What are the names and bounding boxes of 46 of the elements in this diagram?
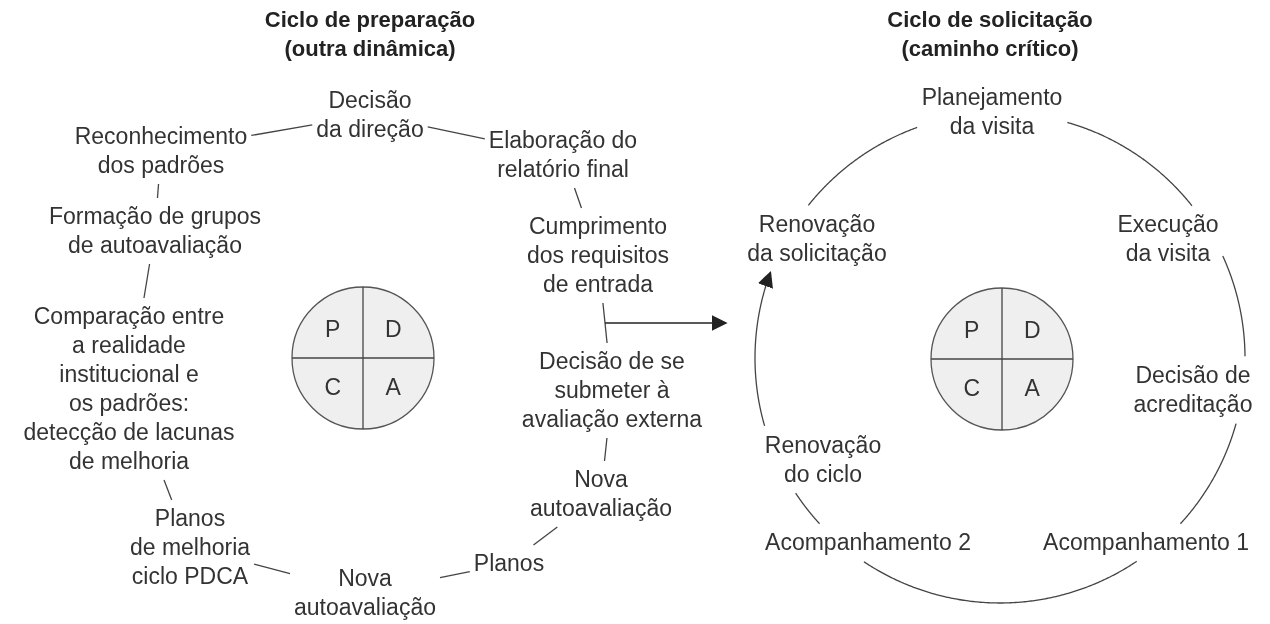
- pdca-letter: C: [324, 374, 342, 399]
- cycle-step-text: Renovação da solicitação: [747, 210, 887, 268]
- connector-line: [1179, 423, 1237, 525]
- pdca-letter: D: [384, 317, 402, 342]
- connector-line: [427, 126, 486, 140]
- cycle-step-text: Decisão de acreditação: [1133, 361, 1253, 419]
- connector-line: [532, 526, 558, 546]
- connector-line: [573, 187, 583, 209]
- pdca-letter: P: [325, 317, 341, 342]
- cycle-step-text: Acompanhamento 1: [1043, 528, 1249, 557]
- connector-line: [143, 263, 151, 299]
- connector-line: [156, 183, 160, 199]
- cycle-step-text: Renovação do ciclo: [764, 431, 882, 489]
- cycle-step-text: Decisão de se submeter à avaliação externa: [521, 347, 703, 434]
- connector-line: [439, 570, 471, 579]
- cycle-step-text: Formação de grupos de autoavaliação: [48, 202, 262, 260]
- pdca-letter: D: [1023, 318, 1041, 343]
- pdca-letter: A: [385, 374, 401, 399]
- connector-line: [163, 479, 173, 501]
- connector-line: [602, 302, 608, 344]
- connector-line: [807, 126, 918, 206]
- connector-line: [795, 492, 821, 525]
- cycle-step-text: Elaboração do relatório final: [488, 126, 638, 184]
- cycle-step-text: Acompanhamento 2: [765, 528, 971, 557]
- arrow: [754, 270, 773, 427]
- connector-line: [253, 563, 291, 575]
- connector-line: [603, 437, 608, 462]
- cycle-step-text: Planos de melhoria ciclo PDCA: [129, 504, 251, 591]
- connector-line: [250, 124, 313, 137]
- connector-line: [1222, 255, 1246, 357]
- cycle-step-text: Planos: [473, 549, 545, 578]
- cycle-step-text: Nova autoavaliação: [530, 465, 672, 523]
- section-heading: Ciclo de solicitação (caminho crítico): [887, 6, 1093, 63]
- pdca-letter: A: [1024, 375, 1040, 400]
- cycle-step-text: Cumprimento dos requisitos de entrada: [527, 212, 669, 299]
- cycle-step-text: Reconhecimento dos padrões: [74, 122, 248, 180]
- pdca-letter: C: [963, 375, 981, 400]
- cycle-step-text: Planejamento da visita: [921, 83, 1063, 141]
- connector-line: [863, 560, 1138, 604]
- cycle-step-text: Decisão da direção: [316, 86, 424, 144]
- cycle-step-text: Execução da visita: [1117, 210, 1219, 268]
- cycle-step-text: Nova autoavaliação: [294, 564, 436, 622]
- connector-line: [1066, 121, 1193, 207]
- cycle-step-text: Comparação entre a realidade institucional e os padrões: detecção de lacunas de melhoria: [23, 302, 235, 476]
- pdca-letter: P: [964, 318, 980, 343]
- section-heading: Ciclo de preparação (outra dinâmica): [264, 6, 476, 63]
